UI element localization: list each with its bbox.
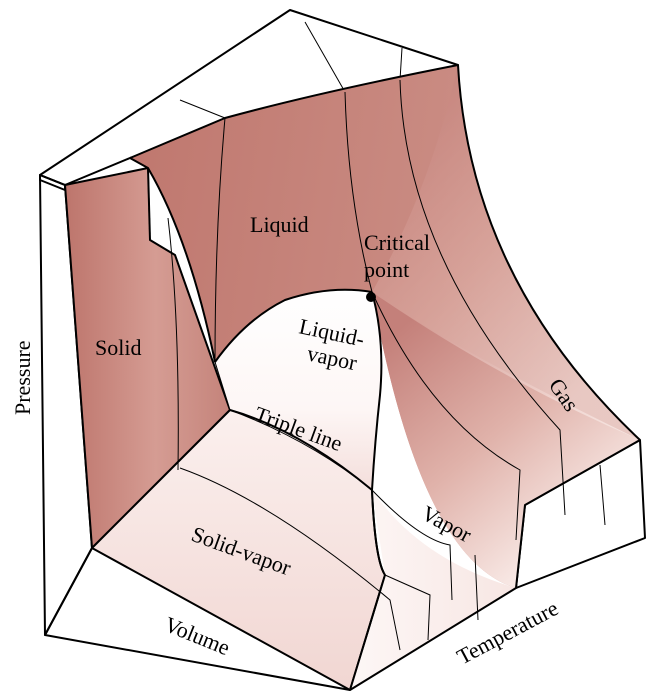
vapor-floor <box>350 490 516 690</box>
label-liquid: Liquid <box>250 212 309 237</box>
gas-region-shade <box>372 292 640 588</box>
liquid-vapor-dome <box>215 289 382 490</box>
label-critical-point-1: Critical <box>364 230 430 255</box>
isotherms <box>167 79 606 651</box>
critical-point-marker <box>366 292 376 302</box>
axis-label-pressure: Pressure <box>10 340 35 415</box>
label-solid: Solid <box>95 335 141 360</box>
gas-upper-shade <box>372 65 640 440</box>
label-critical-point-2: point <box>364 257 409 282</box>
